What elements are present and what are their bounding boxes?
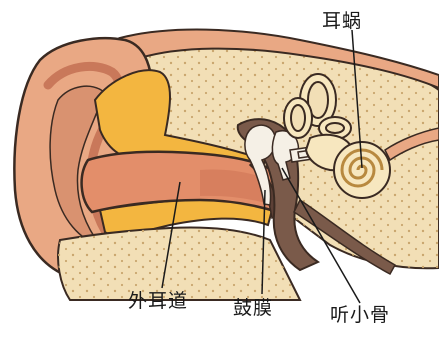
label-ear-canal: 外耳道 — [128, 286, 188, 313]
label-eardrum: 鼓膜 — [233, 293, 273, 320]
label-cochlea: 耳蜗 — [322, 6, 362, 33]
cochlea — [334, 142, 390, 198]
label-ossicles: 听小骨 — [330, 300, 390, 327]
